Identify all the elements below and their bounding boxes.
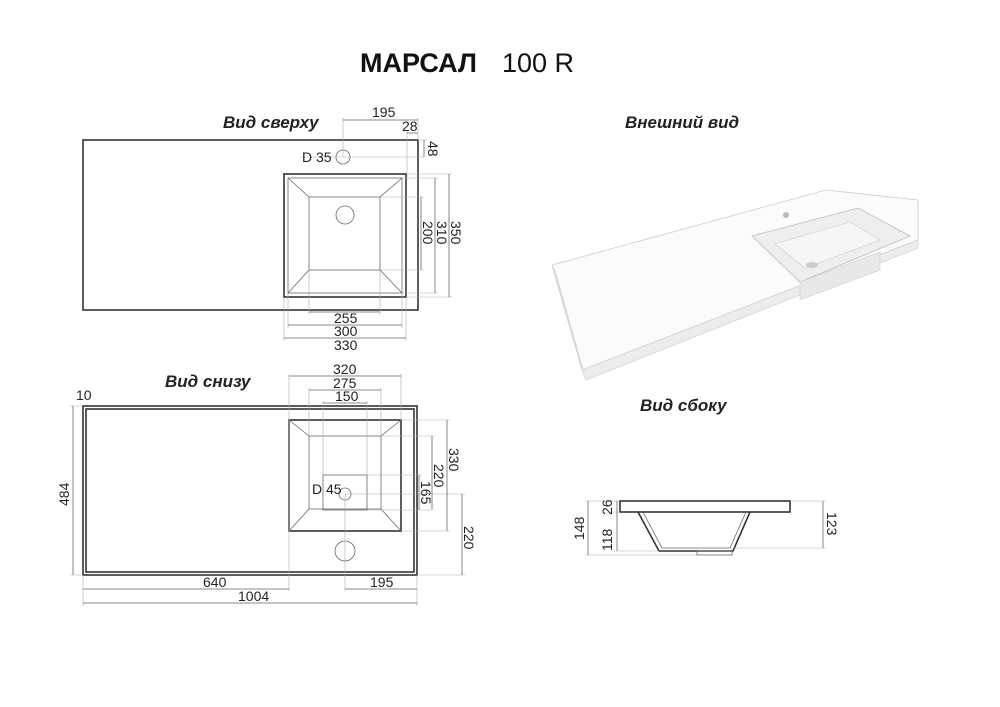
dim-148: 148	[571, 516, 587, 540]
drain-profile	[696, 550, 733, 556]
top-view-label: Вид сверху	[223, 113, 320, 132]
bottom-view-label: Вид снизу	[165, 372, 252, 391]
side-view: Вид сбоку 148 26 118 123	[571, 396, 840, 556]
dim-200: 200	[420, 221, 436, 245]
external-view: Внешний вид	[551, 113, 919, 381]
dim-300: 300	[334, 323, 358, 339]
dim-10: 10	[76, 387, 92, 403]
dim-484: 484	[56, 482, 72, 506]
title-model: МАРСАЛ	[360, 48, 477, 78]
external-view-label: Внешний вид	[625, 113, 739, 132]
dim-150: 150	[335, 388, 359, 404]
dim-28: 28	[402, 118, 418, 134]
dim-48: 48	[425, 141, 441, 157]
dim-165: 165	[418, 481, 434, 505]
dim-310: 310	[434, 221, 450, 245]
dim-118: 118	[599, 528, 615, 551]
dim-275: 275	[333, 375, 357, 391]
dim-drain-diameter: D 45	[312, 481, 342, 497]
dim-330: 330	[334, 337, 358, 353]
tap-hole-render	[783, 212, 789, 218]
dim-1004: 1004	[238, 588, 269, 604]
basin-outer	[283, 173, 407, 298]
dim-255: 255	[334, 310, 358, 326]
dim-195: 195	[372, 104, 396, 120]
countertop-outline-bottom	[82, 405, 418, 576]
countertop-profile	[619, 500, 791, 513]
side-view-label: Вид сбоку	[640, 396, 728, 415]
dim-350: 350	[448, 221, 464, 245]
dim-220-drain: 220	[461, 526, 477, 550]
dim-320: 320	[333, 361, 357, 377]
dim-tap-diameter: D 35	[302, 149, 332, 165]
basin-profile	[637, 511, 751, 552]
top-view: Вид сверху D 35 195 28 48 350 310 200 25…	[82, 104, 464, 353]
dim-26: 26	[599, 499, 615, 515]
dim-195-bottom: 195	[370, 574, 394, 590]
dim-640: 640	[203, 574, 227, 590]
drain-hole	[335, 205, 355, 225]
basin-bottom	[308, 196, 381, 271]
countertop-outline	[82, 139, 419, 311]
bottom-view: Вид снизу 10 320 275 150 484 330 220 165…	[56, 361, 477, 606]
title-size: 100 R	[502, 48, 574, 78]
dim-220-bowl: 220	[431, 464, 447, 488]
dim-123: 123	[824, 512, 840, 536]
dim-330-bottom: 330	[446, 448, 462, 472]
